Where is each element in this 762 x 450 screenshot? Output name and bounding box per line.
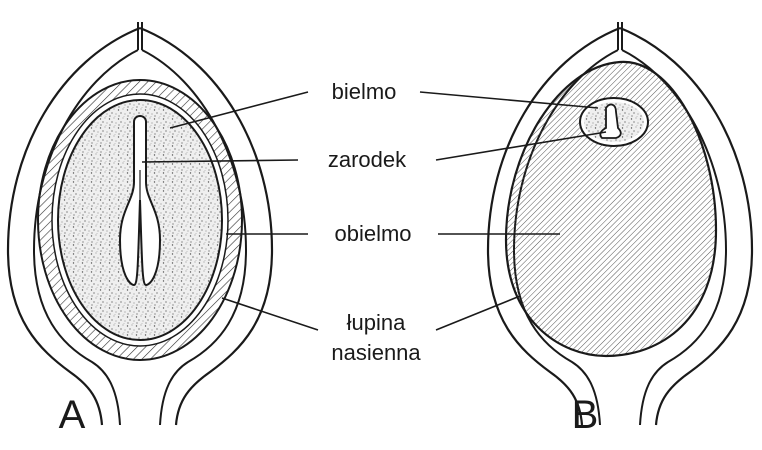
- panel-label-a: A: [59, 393, 86, 437]
- leader-bielmo-a: [169, 91, 309, 129]
- leader-lupina-b: [435, 295, 521, 331]
- label-seed-coat-line1: łupina: [347, 310, 406, 335]
- leader-zarodek-b: [435, 131, 607, 161]
- seed-b-outer-wall-right: [619, 26, 754, 426]
- seed-b-endosperm: [504, 60, 718, 358]
- leader-bielmo-b: [419, 91, 599, 109]
- seed-a-outer-wall: [6, 26, 141, 426]
- seed-a-embryo: [118, 115, 162, 287]
- label-perisperm: obielmo: [334, 221, 411, 246]
- label-seed-coat-line2: nasienna: [331, 340, 421, 365]
- seed-a-outer-wall-right: [139, 26, 274, 426]
- leader-lupina-a: [221, 297, 319, 331]
- seed-b-apex: [617, 22, 623, 50]
- seed-b-outer-wall: [486, 26, 621, 426]
- seed-a: [6, 22, 274, 426]
- seed-b: [486, 22, 754, 426]
- seed-a-inner-wall-right: [141, 49, 248, 426]
- seed-a-apex: [137, 22, 143, 50]
- seed-a-inner-wall-left: [32, 49, 139, 426]
- panel-label-b: B: [572, 393, 599, 437]
- leader-lines: [141, 91, 607, 331]
- label-embryo: zarodek: [328, 147, 407, 172]
- seed-b-embryo: [599, 103, 622, 139]
- label-endosperm: bielmo: [332, 79, 397, 104]
- leader-zarodek-a: [141, 159, 299, 163]
